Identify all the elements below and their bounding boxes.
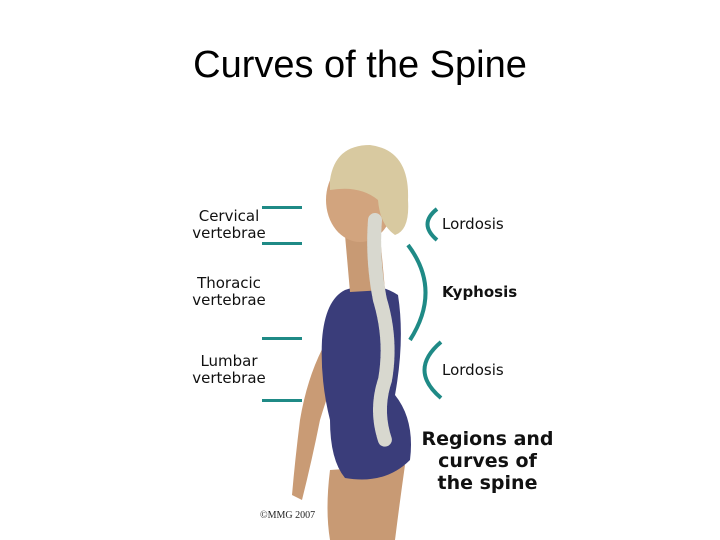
curve-label-cervical-lordosis: Lordosis — [442, 215, 504, 233]
copyright-notice: ©MMG 2007 — [260, 510, 316, 521]
curve-label-lumbar-lordosis: Lordosis — [442, 361, 504, 379]
region-label-thoracic: Thoracic vertebrae — [188, 275, 270, 309]
region-line1: Cervical — [198, 207, 260, 225]
curve-label-kyphosis: Kyphosis — [442, 283, 518, 301]
caption-line: curves of — [438, 450, 537, 472]
cervical-bottom-line — [262, 242, 302, 245]
slide-title: Curves of the Spine — [193, 44, 527, 86]
lumbar-bottom-line — [262, 399, 302, 402]
cervical-top-line — [262, 206, 302, 209]
caption-line: Regions and — [421, 428, 554, 450]
region-line1: Lumbar — [200, 352, 258, 370]
region-line2: vertebrae — [192, 224, 266, 242]
region-line2: vertebrae — [192, 291, 266, 309]
region-label-cervical: Cervical vertebrae — [188, 208, 270, 242]
caption-line: the spine — [437, 472, 538, 494]
region-line1: Thoracic — [197, 274, 261, 292]
region-line2: vertebrae — [192, 369, 266, 387]
region-label-lumbar: Lumbar vertebrae — [188, 353, 270, 387]
diagram-caption: Regions and curves of the spine — [420, 428, 555, 494]
thoracic-bottom-line — [262, 337, 302, 340]
